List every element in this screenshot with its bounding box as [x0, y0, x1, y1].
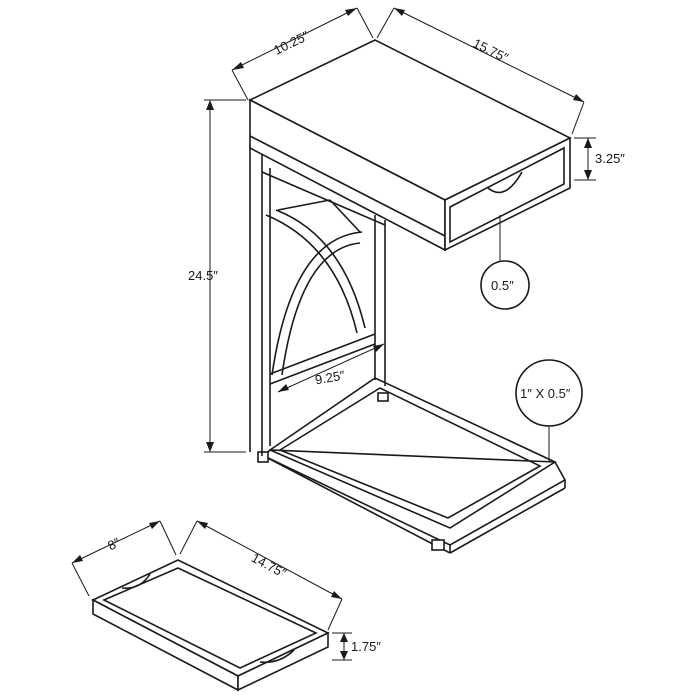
serving-tray	[91, 559, 330, 692]
foot-back	[257, 451, 269, 463]
dim-tray-depth: 8″	[105, 535, 123, 554]
c-table	[248, 39, 572, 554]
dim-inner-span: 9.25″	[314, 367, 346, 387]
tabletop	[248, 39, 572, 252]
dim-tray-width: 14.75″	[249, 550, 289, 581]
table-frame-posts	[249, 145, 386, 456]
dim-height: 24.5″	[188, 268, 218, 283]
tray-handle-right	[259, 649, 295, 664]
drawer-handle-cutout	[487, 171, 523, 194]
dim-panel-thickness: 0.5″	[491, 278, 514, 293]
callout-frame-tube	[515, 359, 583, 427]
tray-handle-left	[121, 573, 151, 590]
dim-top-width: 15.75″	[471, 35, 511, 65]
dim-tray-height: 1.75″	[351, 639, 381, 654]
dim-drawer-height: 3.25″	[595, 151, 625, 166]
table-arch-decoration	[265, 199, 366, 376]
callout-panel-thickness	[480, 260, 530, 310]
dim-top-depth: 10.25″	[271, 28, 311, 58]
foot-front	[431, 539, 445, 551]
dim-frame-tube: 1″ X 0.5″	[520, 386, 571, 401]
foot-rear	[377, 392, 389, 402]
